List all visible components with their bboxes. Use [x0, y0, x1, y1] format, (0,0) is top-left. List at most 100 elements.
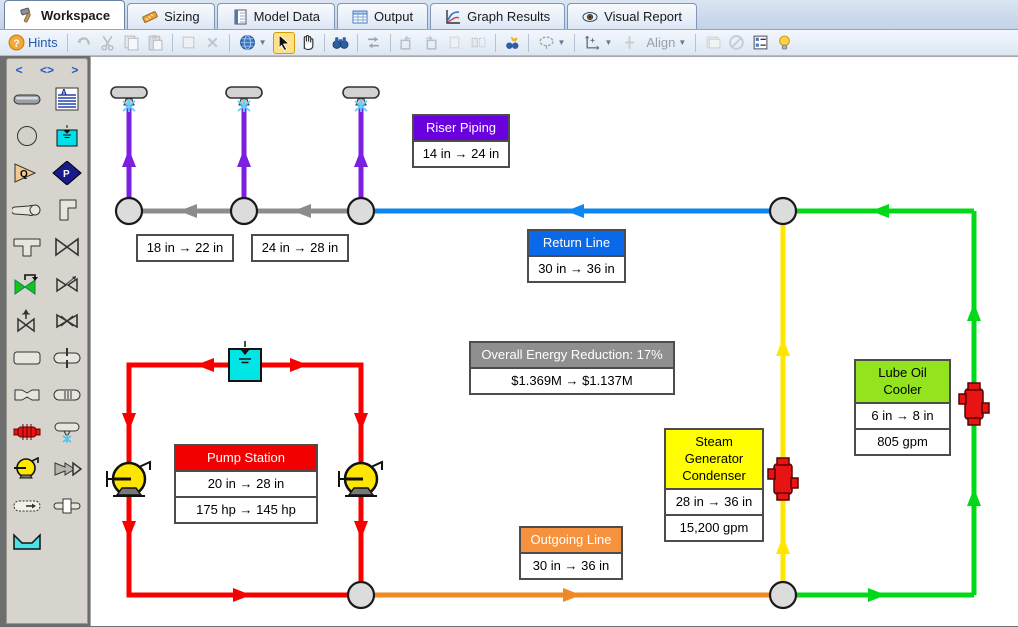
three-way-valve-icon	[52, 309, 82, 333]
orifice-tool[interactable]	[51, 346, 83, 370]
binoculars-icon	[332, 34, 349, 51]
spray-nozzle-2[interactable]	[226, 87, 262, 112]
heat-exchanger-tool[interactable]	[11, 420, 43, 444]
valve-tool[interactable]	[51, 235, 83, 259]
tab-sizing[interactable]: Sizing	[127, 3, 214, 29]
pump-1[interactable]	[107, 462, 150, 496]
junction-1[interactable]	[116, 198, 142, 224]
assigned-flow-tool[interactable]: Q	[11, 161, 43, 185]
toolbar-separator	[390, 34, 391, 52]
steam-generator-condenser-label[interactable]: Steam Generator Condenser 28 in → 36 in …	[664, 428, 764, 542]
junction-2[interactable]	[231, 198, 257, 224]
toolbox-collapse-right[interactable]: >	[71, 63, 78, 77]
layers-icon	[704, 34, 721, 51]
branch-junction-tool[interactable]	[11, 124, 43, 148]
toolbar-separator	[67, 34, 68, 52]
volume-balance-tool[interactable]	[51, 494, 83, 518]
find-button[interactable]	[330, 32, 352, 54]
weir-tool[interactable]	[11, 531, 43, 555]
reducer-tool[interactable]	[11, 198, 43, 222]
select-tool-button[interactable]	[273, 32, 295, 54]
rotate-right-button[interactable]	[420, 32, 442, 54]
junction-4[interactable]	[770, 198, 796, 224]
globe-dropdown[interactable]: ▼	[235, 32, 271, 54]
assigned-pressure-tool[interactable]: P	[51, 161, 83, 185]
layers-button[interactable]	[701, 32, 723, 54]
annotation-tool[interactable]: A	[51, 87, 83, 111]
graph-icon	[445, 9, 461, 25]
spray-nozzle-3[interactable]	[343, 87, 379, 112]
heat-exchanger-lube-cooler[interactable]	[959, 383, 989, 425]
tab-output[interactable]: Output	[337, 3, 428, 29]
spray-nozzle-1[interactable]	[111, 87, 147, 112]
dropdown-caret: ▼	[604, 38, 612, 47]
reverse-direction-button[interactable]	[363, 32, 385, 54]
branch-junction-icon	[12, 124, 42, 148]
orifice-icon	[52, 346, 82, 370]
three-way-valve-tool[interactable]	[51, 309, 83, 333]
junction-6[interactable]	[770, 582, 796, 608]
pipe-size-label-2[interactable]: 24 in → 28 in	[251, 234, 349, 262]
pan-tool-button[interactable]	[297, 32, 319, 54]
hints-button[interactable]: ? Hints	[4, 32, 62, 54]
toolbox-collapse-both[interactable]: <>	[40, 63, 54, 77]
reservoir-junction[interactable]	[229, 341, 261, 381]
label-header: Pump Station	[176, 446, 316, 472]
return-line-label[interactable]: Return Line 30 in → 36 in	[527, 229, 626, 283]
outgoing-line-label[interactable]: Outgoing Line 30 in → 36 in	[519, 526, 623, 580]
screen-tool[interactable]	[51, 383, 83, 407]
workspace-canvas[interactable]: 18 in → 22 in 24 in → 28 in Riser Piping…	[90, 56, 1018, 626]
tee-tool[interactable]	[11, 235, 43, 259]
tab-visual-report[interactable]: Visual Report	[567, 3, 697, 29]
toolbox-collapse-left[interactable]: <	[16, 63, 23, 77]
toolbar-separator	[229, 34, 230, 52]
snap-button[interactable]	[618, 32, 640, 54]
tab-label: Output	[374, 9, 413, 24]
spray-discharge-tool[interactable]	[51, 420, 83, 444]
copy-button[interactable]	[121, 32, 143, 54]
lube-oil-cooler-label[interactable]: Lube Oil Cooler 6 in → 8 in 805 gpm	[854, 359, 951, 456]
pipe-size-label-1[interactable]: 18 in → 22 in	[136, 234, 234, 262]
pipe-tool[interactable]	[11, 87, 43, 111]
undo-button[interactable]	[73, 32, 95, 54]
junction-5[interactable]	[348, 582, 374, 608]
jet-pump-tool[interactable]	[11, 494, 43, 518]
control-valve-tool[interactable]	[51, 272, 83, 296]
scale-button[interactable]	[444, 32, 466, 54]
energy-reduction-label[interactable]: Overall Energy Reduction: 17% $1.369M → …	[469, 341, 675, 395]
riser-pipes[interactable]	[129, 101, 361, 199]
drawing-grid-dropdown[interactable]: ▼	[580, 32, 616, 54]
tab-graph-results[interactable]: Graph Results	[430, 3, 565, 29]
copy-icon	[123, 34, 140, 51]
general-component-tool[interactable]	[11, 346, 43, 370]
venturi-tool[interactable]	[11, 383, 43, 407]
selection-box-dropdown[interactable]: ▼	[534, 32, 570, 54]
heat-exchanger-icon	[12, 420, 42, 444]
turbine-tool[interactable]	[51, 457, 83, 481]
flip-button[interactable]	[468, 32, 490, 54]
riser-piping-label[interactable]: Riser Piping 14 in → 24 in	[412, 114, 510, 168]
label-value: 14 in → 24 in	[414, 142, 508, 166]
tab-workspace[interactable]: Workspace	[4, 0, 125, 29]
select-cursor-icon	[275, 34, 292, 51]
tab-model-data[interactable]: Model Data	[217, 3, 335, 29]
pump-2[interactable]	[339, 462, 382, 496]
relief-valve-tool[interactable]	[11, 309, 43, 333]
delete-button[interactable]	[202, 32, 224, 54]
pump-tool[interactable]	[11, 457, 43, 481]
cut-button[interactable]	[97, 32, 119, 54]
rotate-left-button[interactable]	[396, 32, 418, 54]
bend-tool[interactable]	[51, 198, 83, 222]
paste-button[interactable]	[145, 32, 167, 54]
pump-station-label[interactable]: Pump Station 20 in → 28 in 175 hp → 145 …	[174, 444, 318, 524]
annotation-manager-button[interactable]	[749, 32, 771, 54]
junction-3[interactable]	[348, 198, 374, 224]
highlight-button[interactable]	[501, 32, 523, 54]
check-valve-tool[interactable]	[11, 272, 43, 296]
reservoir-tool[interactable]	[51, 124, 83, 148]
heat-exchanger-condenser[interactable]	[768, 458, 798, 500]
duplicate-button[interactable]	[178, 32, 200, 54]
show-tips-button[interactable]	[773, 32, 795, 54]
align-dropdown[interactable]: Align ▼	[642, 32, 690, 54]
no-symbol-button[interactable]	[725, 32, 747, 54]
